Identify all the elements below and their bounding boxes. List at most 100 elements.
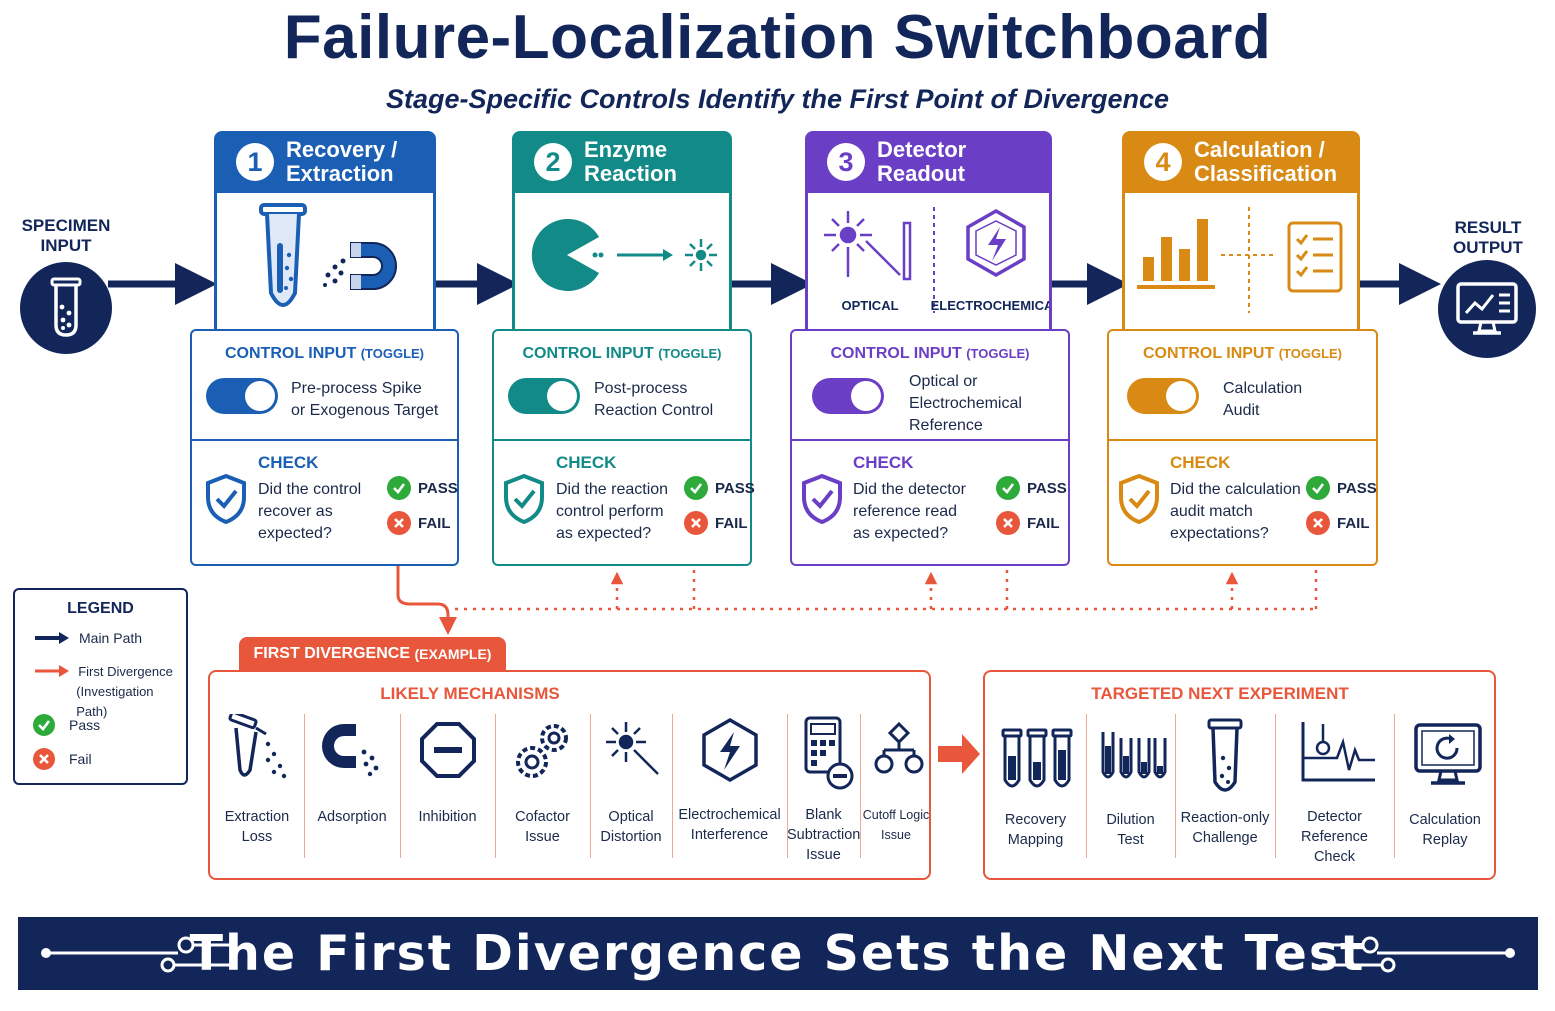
footer-text: The First Divergence Sets the Next Test xyxy=(189,925,1366,982)
navy-arrow-icon xyxy=(35,632,69,644)
red-arrow-icon xyxy=(35,665,69,677)
stage-4-number: 4 xyxy=(1144,143,1182,181)
stage-2-title-2: Reaction xyxy=(584,161,677,186)
stage-4-illustration xyxy=(1122,193,1360,333)
fail-x-icon xyxy=(387,511,411,535)
stage-4-header: 4 Calculation /Classification xyxy=(1122,131,1360,193)
stage-2-fail: FAIL xyxy=(684,511,748,535)
stage-3-control-toggle[interactable] xyxy=(812,378,884,414)
single-tube-icon xyxy=(1207,718,1243,792)
mechanism-inhibition: Inhibition xyxy=(418,809,477,825)
pass-check-icon xyxy=(996,476,1020,500)
signal-plot-icon xyxy=(1301,722,1375,782)
stage-1-control-toggle[interactable] xyxy=(206,378,278,414)
stage-4-title-2: Classification xyxy=(1194,161,1338,186)
stage-2-title: Enzyme xyxy=(584,137,668,162)
likely-mechanisms-title: LIKELY MECHANISMS xyxy=(380,684,560,703)
legend-fail: Fail xyxy=(33,748,92,770)
legend-main-path: Main Path xyxy=(33,630,142,646)
electrochemical-hex-icon xyxy=(966,208,1026,278)
pouring-tube-icon xyxy=(228,714,287,779)
monitor-chart-icon xyxy=(1438,260,1536,358)
stage-2-control-toggle[interactable] xyxy=(508,378,580,414)
pass-check-icon xyxy=(387,476,411,500)
stage-4-fail: FAIL xyxy=(1306,511,1370,535)
stage-2-illustration xyxy=(512,193,732,333)
signal-burst-icon xyxy=(685,239,717,271)
hex-bolt-icon xyxy=(702,717,758,783)
shield-check-icon xyxy=(1119,473,1159,525)
stage-1-header: 1 Recovery /Extraction xyxy=(214,131,436,193)
circuit-right-icon xyxy=(1322,936,1515,973)
pass-check-icon xyxy=(1306,476,1330,500)
stage-4-control-toggle[interactable] xyxy=(1127,378,1199,414)
legend: LEGEND Main Path First Divergence(Invest… xyxy=(13,588,188,785)
gears-icon xyxy=(516,724,568,778)
stage-4-check-heading: CHECK xyxy=(1170,453,1231,472)
page-title: Failure-Localization Switchboard xyxy=(283,3,1272,72)
stage-3-title: Detector xyxy=(877,137,967,162)
stage-4-title: Calculation / xyxy=(1194,137,1325,162)
circuit-left-icon xyxy=(41,936,234,973)
test-tube-icon xyxy=(259,203,307,307)
pass-check-icon xyxy=(33,714,55,736)
stage-3-title-2: Readout xyxy=(877,161,965,186)
dilution-tubes-icon xyxy=(1101,732,1167,779)
first-divergence-tab: FIRST DIVERGENCE (EXAMPLE) xyxy=(239,637,506,671)
stage-1-check-heading: CHECK xyxy=(258,453,319,472)
stage-1-pass: PASS xyxy=(387,476,458,500)
fail-x-icon xyxy=(33,748,55,770)
mechanism-adsorption: Adsorption xyxy=(317,809,387,825)
stage-2-control-heading: CONTROL INPUT (TOGGLE) xyxy=(522,345,722,362)
stage-4-control-heading: CONTROL INPUT (TOGGLE) xyxy=(1142,345,1343,362)
electrochemical-sublabel: ELECTROCHEMICAL xyxy=(931,298,1049,313)
stage-3-check-heading: CHECK xyxy=(853,453,914,472)
stage-1-title: Recovery / xyxy=(286,137,398,162)
calculator-minus-icon xyxy=(804,716,854,790)
shield-check-icon xyxy=(206,473,246,525)
stage-1-illustration xyxy=(214,193,436,333)
likely-mechanisms-panel: LIKELY MECHANISMS xyxy=(208,670,931,880)
monitor-replay-icon xyxy=(1414,723,1482,785)
optical-light-icon xyxy=(824,211,912,281)
enzyme-pacman-icon xyxy=(531,219,599,291)
footer-banner xyxy=(18,917,1538,990)
test-tube-icon xyxy=(20,262,112,354)
stage-3-pass: PASS xyxy=(996,476,1067,500)
targeted-next-experiment-panel: TARGETED NEXT EXPERIMENT xyxy=(983,670,1496,880)
stage-1-fail: FAIL xyxy=(387,511,451,535)
optical-sublabel: OPTICAL xyxy=(841,298,898,313)
fail-x-icon xyxy=(684,511,708,535)
light-burst-icon xyxy=(606,722,659,775)
magnet-icon xyxy=(323,242,397,290)
stage-1-number: 1 xyxy=(236,143,274,181)
fail-x-icon xyxy=(1306,511,1330,535)
investigation-path-arrow xyxy=(396,538,457,635)
dotted-feedback-lines xyxy=(455,540,1318,611)
stage-2-number: 2 xyxy=(534,143,572,181)
next-experiment-arrow xyxy=(938,734,980,774)
stage-3-number: 3 xyxy=(827,143,865,181)
stage-1-title-2: Extraction xyxy=(286,161,394,186)
